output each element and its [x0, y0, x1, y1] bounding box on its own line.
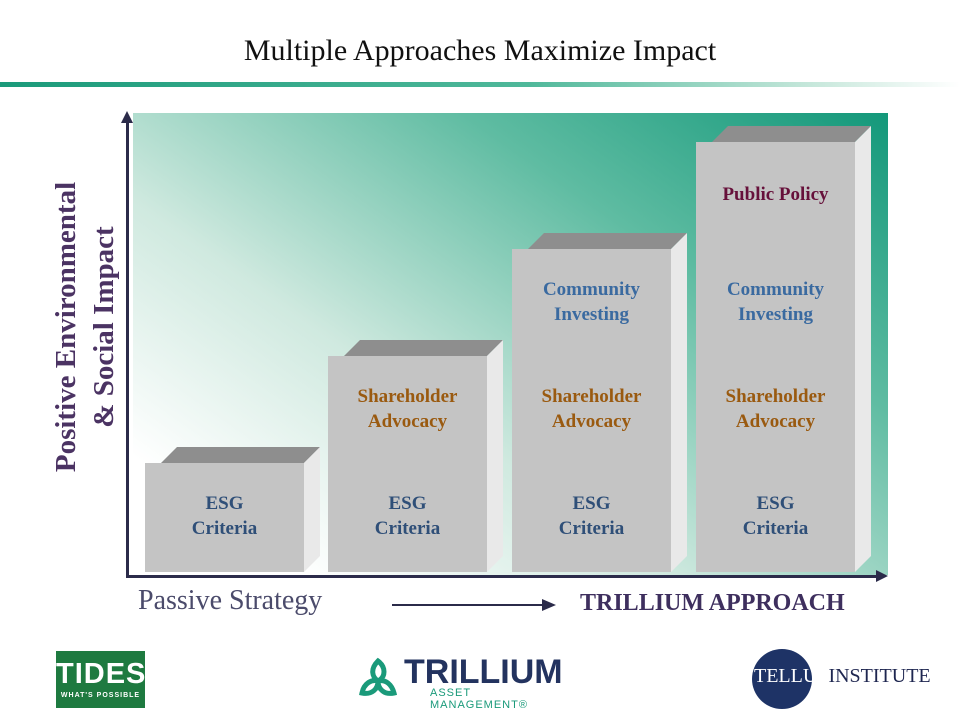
block-side-face [855, 340, 871, 465]
block-side-face [304, 447, 320, 572]
block-advocacy: Shareholder Advocacy [696, 340, 871, 465]
block-side-face [671, 233, 687, 358]
block-community: Community Investing [696, 233, 871, 358]
progression-arrowhead [542, 599, 556, 611]
trillium-logo-name: TRILLIUM [404, 653, 563, 691]
trillium-logo-subtitle: ASSET MANAGEMENT® [430, 687, 528, 711]
block-top-face [344, 340, 503, 356]
block-top-face [161, 447, 320, 463]
y-axis-arrowhead [121, 111, 133, 123]
block-label: Community Investing [512, 249, 671, 358]
tides-logo-tagline: WHAT'S POSSIBLE [60, 692, 141, 699]
block-label: ESG Criteria [328, 463, 487, 572]
block-side-face [487, 447, 503, 572]
block-label: ESG Criteria [696, 463, 855, 572]
block-side-face [855, 233, 871, 358]
tellus-institute-logo: TELLUS INSTITUTE [752, 649, 931, 711]
tellus-globe-icon [752, 649, 812, 709]
block-label: Community Investing [696, 249, 855, 358]
block-top-face [712, 126, 871, 142]
tides-logo: TIDES WHAT'S POSSIBLE [56, 651, 145, 708]
block-top-face [528, 233, 687, 249]
block-esg: ESG Criteria [512, 447, 687, 572]
progression-arrow [392, 604, 544, 606]
block-label: Shareholder Advocacy [328, 356, 487, 465]
block-side-face [855, 126, 871, 251]
block-label: ESG Criteria [512, 463, 671, 572]
y-axis-line [126, 120, 129, 578]
block-label: Public Policy [696, 142, 855, 251]
block-community: Community Investing [512, 233, 687, 358]
x-axis-right-label: TRILLIUM APPROACH [580, 590, 845, 616]
block-side-face [855, 447, 871, 572]
block-advocacy: Shareholder Advocacy [328, 340, 503, 465]
block-side-face [487, 340, 503, 465]
block-label: Shareholder Advocacy [696, 356, 855, 465]
block-esg: ESG Criteria [145, 447, 320, 572]
block-label: ESG Criteria [145, 463, 304, 572]
trillium-logo: TRILLIUM ASSET MANAGEMENT® [356, 653, 566, 711]
x-axis-left-label: Passive Strategy [138, 585, 323, 616]
block-side-face [671, 447, 687, 572]
block-esg: ESG Criteria [328, 447, 503, 572]
tellus-logo-name: TELLUS INSTITUTE [754, 665, 931, 688]
tellus-logo-word: TELLUS [754, 665, 829, 687]
block-label: Shareholder Advocacy [512, 356, 671, 465]
block-side-face [671, 340, 687, 465]
block-esg: ESG Criteria [696, 447, 871, 572]
tides-logo-name: TIDES [56, 658, 147, 690]
block-advocacy: Shareholder Advocacy [512, 340, 687, 465]
x-axis-line [126, 575, 878, 578]
y-axis-label: Positive Environmental & Social Impact [50, 181, 120, 473]
trillium-flower-icon [359, 657, 398, 696]
slide-title: Multiple Approaches Maximize Impact [243, 34, 717, 67]
tellus-logo-word: INSTITUTE [828, 665, 931, 687]
block-policy: Public Policy [696, 126, 871, 251]
title-divider [0, 82, 960, 87]
x-axis-arrowhead [876, 570, 888, 582]
